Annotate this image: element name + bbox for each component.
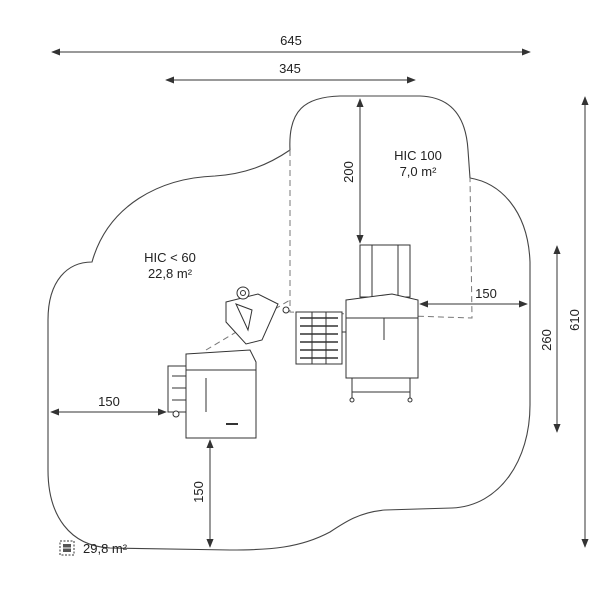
bridge	[295, 311, 343, 365]
hic-100-label: HIC 100	[394, 148, 442, 163]
climbing-ladder	[167, 365, 187, 413]
safety-zone-outline	[47, 95, 531, 551]
corner-platform	[225, 293, 279, 345]
hic-60-label: HIC < 60	[144, 250, 196, 265]
dim-top-clearance-label: 200	[341, 161, 356, 183]
hic-60-area: 22,8 m²	[148, 266, 193, 281]
slide	[359, 244, 411, 298]
dim-structure-depth-label: 260	[539, 329, 554, 351]
dim-structure-width-label: 345	[279, 61, 301, 76]
dim-right-clearance-label: 150	[475, 286, 497, 301]
total-area-label: 29,8 m²	[83, 541, 128, 556]
surface-hatch-icon	[59, 540, 75, 556]
hic-100-area: 7,0 m²	[400, 164, 438, 179]
dim-bottom-clearance-label: 150	[191, 481, 206, 503]
dim-left-clearance-label: 150	[98, 394, 120, 409]
dim-overall-width-label: 645	[280, 33, 302, 48]
playground-structure	[167, 244, 419, 439]
tower-right	[345, 293, 419, 379]
tower-left	[185, 349, 257, 439]
dim-overall-depth-label: 610	[567, 309, 582, 331]
